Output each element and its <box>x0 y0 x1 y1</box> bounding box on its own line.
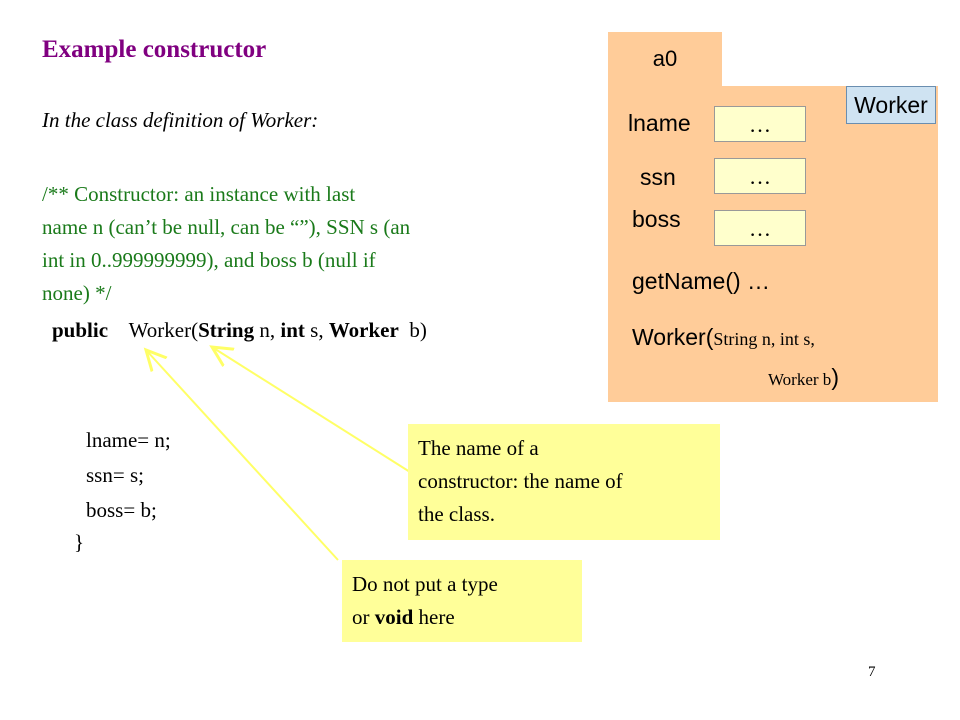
callout-line: The name of a <box>418 436 539 460</box>
param-b: b) <box>398 318 427 342</box>
arrow-to-return-type-position <box>146 350 339 561</box>
ctor-params-cont: Worker b) <box>768 364 839 391</box>
field-label-lname: lname <box>628 110 691 136</box>
callout-line-void: or void here <box>352 601 572 634</box>
callout-text: or <box>352 605 375 629</box>
comment-line: /** Constructor: an instance with last <box>42 182 356 206</box>
body-statement: lname= n; <box>86 428 171 452</box>
param-type-worker: Worker <box>328 318 399 342</box>
comment-line: name n (can’t be null, can be “”), SSN s… <box>42 215 411 239</box>
field-label-ssn: ssn <box>640 164 676 190</box>
ctor-name: Worker( <box>632 324 714 350</box>
intro-text: In the class definition of Worker: <box>42 108 319 132</box>
param-type-int: int <box>280 318 305 342</box>
field-value-ssn: … <box>714 158 806 194</box>
body-statement: ssn= s; <box>86 463 144 487</box>
param-n: n, <box>254 318 281 342</box>
slide-title: Example constructor <box>42 36 267 63</box>
body-statement: boss= b; <box>86 498 157 522</box>
constructor-signature: public Worker(String n, int s, Worker b) <box>52 318 427 343</box>
comment-line: int in 0..999999999), and boss b (null i… <box>42 248 376 272</box>
void-keyword: void <box>374 605 414 629</box>
comment-line: none) */ <box>42 281 112 305</box>
callout-text: here <box>413 605 455 629</box>
ctor-params: String n, int s, <box>713 329 815 349</box>
field-value-boss: … <box>714 210 806 246</box>
constructor-name: Worker( <box>128 318 199 342</box>
callout-line: the class. <box>418 502 495 526</box>
callout-line: constructor: the name of <box>418 469 623 493</box>
method-constructor: Worker(String n, int s, <box>632 324 815 351</box>
field-label-boss: boss <box>632 206 681 232</box>
class-name-tag: Worker <box>846 86 936 124</box>
callout-line: Do not put a type <box>352 572 498 596</box>
field-value-lname: … <box>714 106 806 142</box>
public-keyword: public <box>52 318 109 342</box>
object-tab: a0 <box>608 32 722 88</box>
ctor-close-paren: ) <box>831 364 839 390</box>
object-tab-label: a0 <box>652 46 678 71</box>
callout-no-type: Do not put a type or void here <box>342 560 582 642</box>
param-type-string: String <box>198 318 255 342</box>
closing-brace: } <box>74 530 85 554</box>
param-s: s, <box>304 318 329 342</box>
javadoc-comment: /** Constructor: an instance with last n… <box>42 178 582 310</box>
arrow-to-constructor-name <box>212 347 411 473</box>
callout-constructor-name: The name of a constructor: the name of t… <box>408 424 720 540</box>
page-number: 7 <box>868 664 876 680</box>
method-getname: getName() … <box>632 268 771 294</box>
ctor-param-worker: Worker b <box>768 370 832 389</box>
